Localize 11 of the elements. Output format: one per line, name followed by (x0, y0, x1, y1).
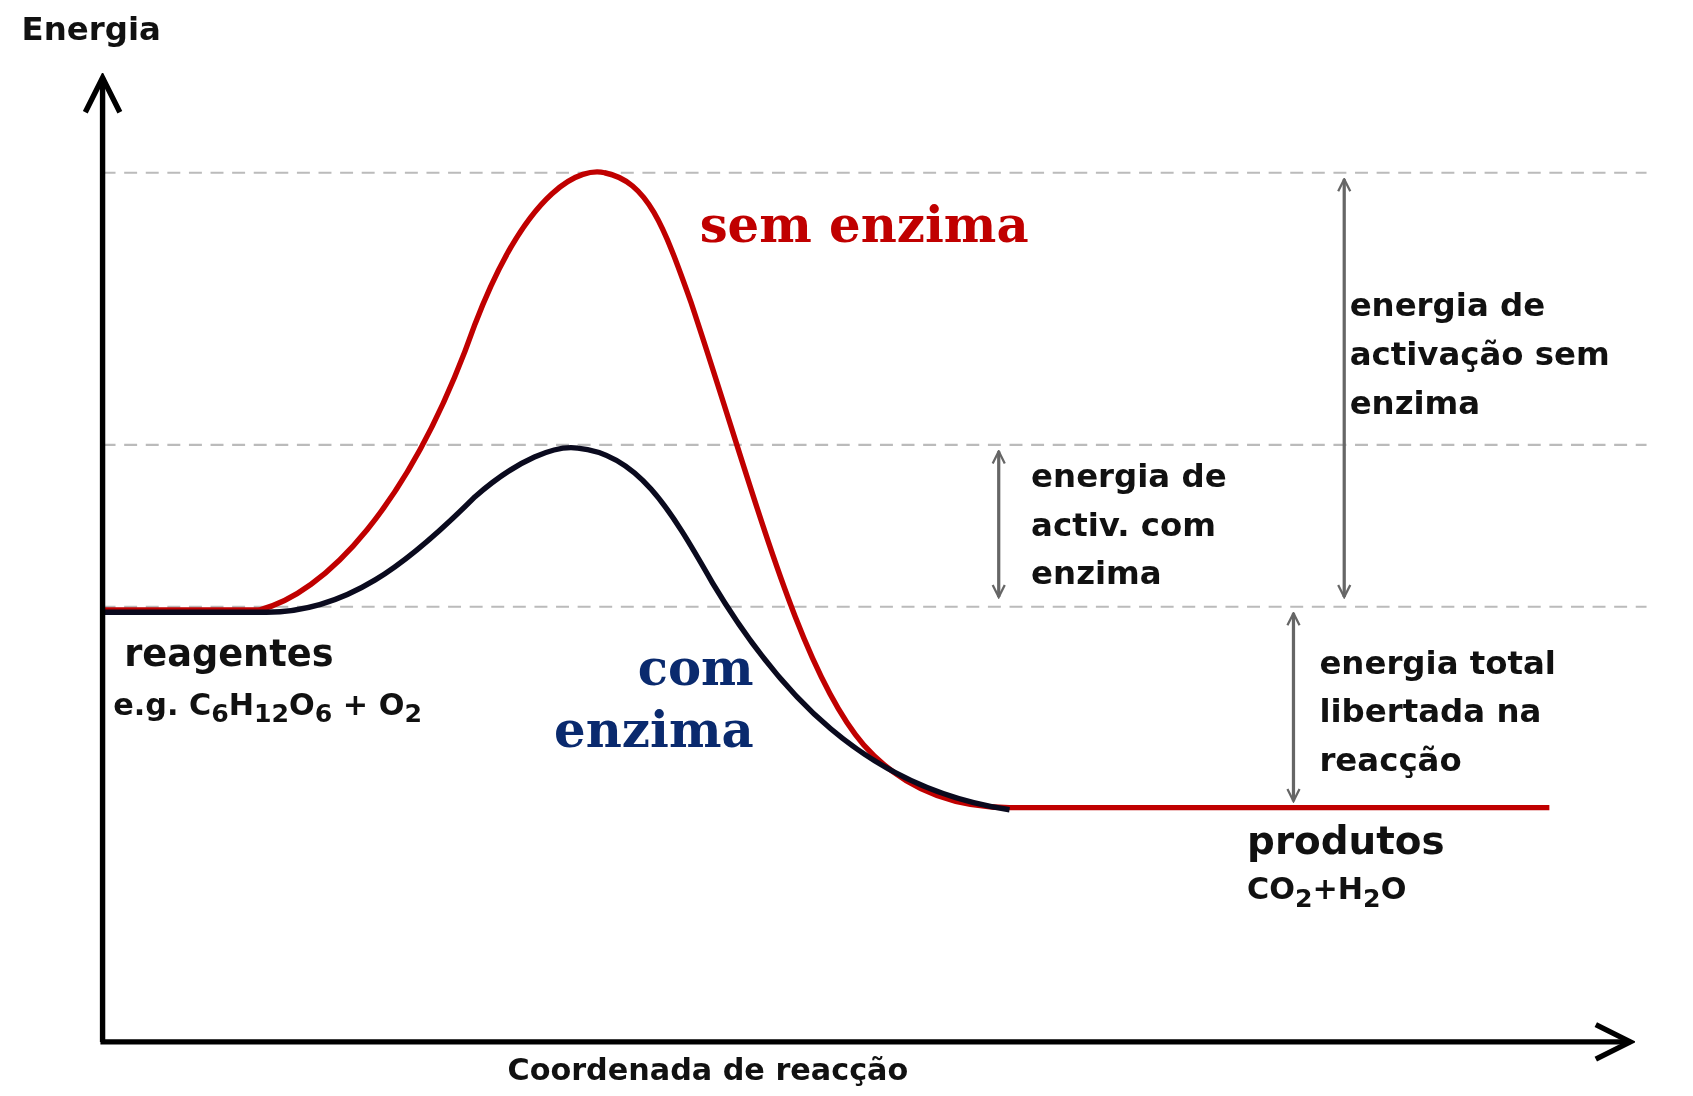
formula: e.g. C$_{6}$H$_{12}$O$_{6}$ + O$_{2}$ (113, 685, 422, 731)
curve-label: sem enzima (699, 194, 1029, 256)
annotation: energia de activ. com enzima (1031, 455, 1228, 594)
curve-label: com enzima (553, 637, 754, 761)
species-label: produtos (1247, 817, 1445, 865)
species-label: reagentes (124, 630, 334, 677)
annotation: energia total libertada na reacção (1319, 642, 1557, 781)
formula: CO$_{2}$+H$_{2}$O (1247, 870, 1407, 915)
axis-label: Coordenada de reacção (507, 1050, 909, 1090)
axis-label: Energia (21, 8, 161, 50)
annotation: energia de activação sem enzima (1349, 285, 1611, 424)
